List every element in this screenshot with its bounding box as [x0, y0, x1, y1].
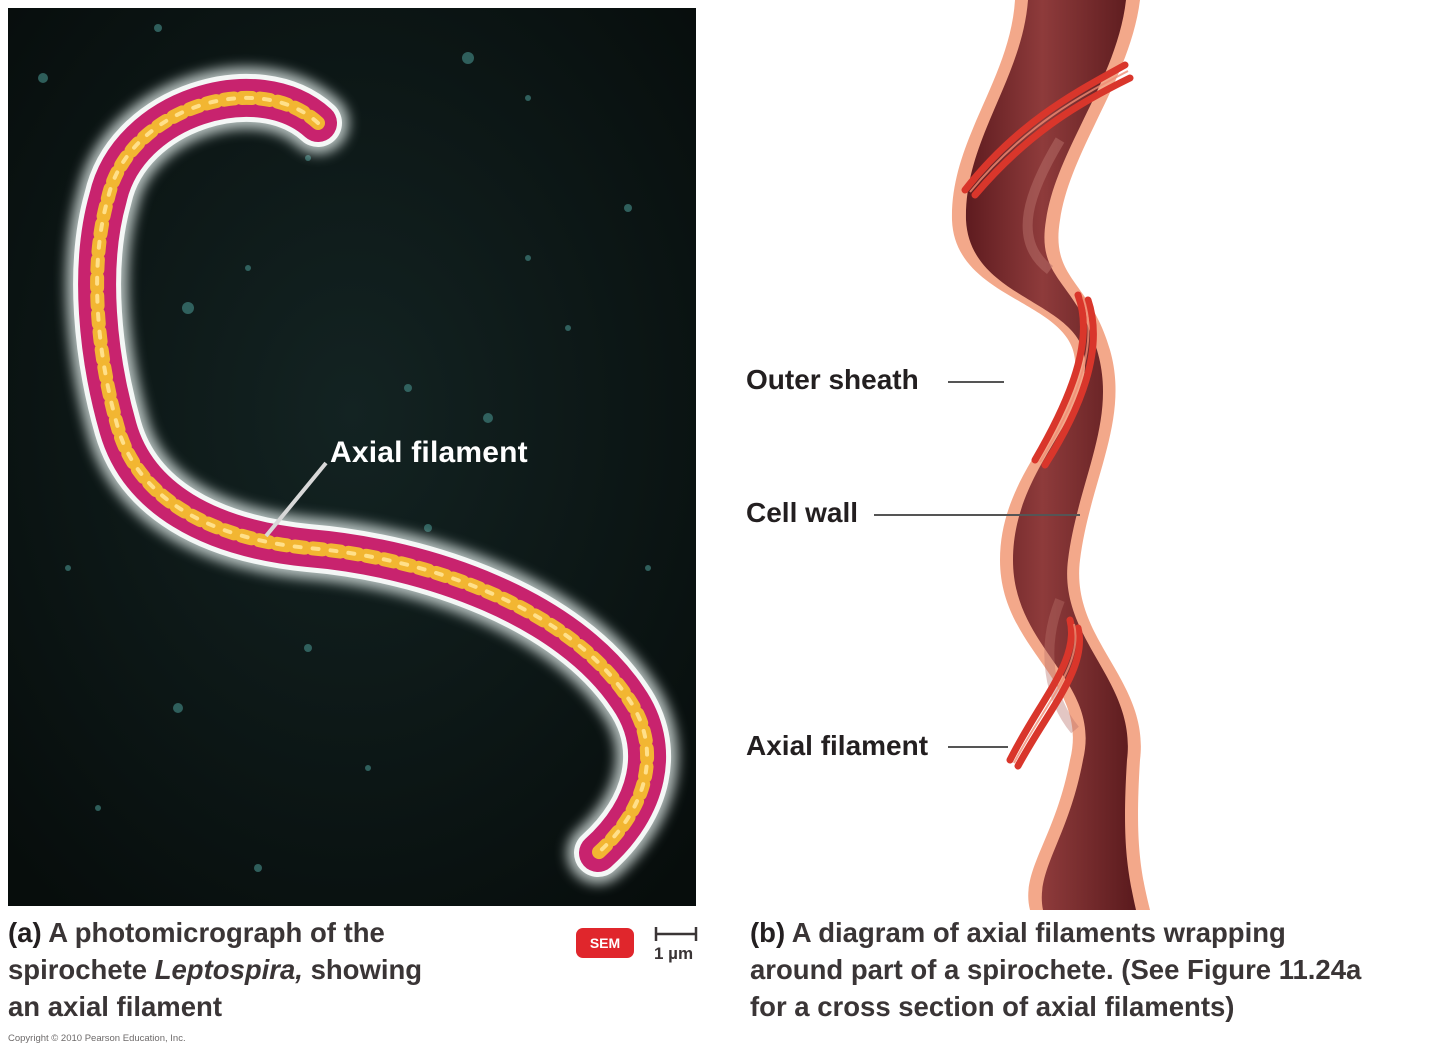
caption-a-line2-post: showing [310, 954, 423, 985]
caption-b-line3: for a cross section of axial filaments) [750, 991, 1235, 1022]
caption-b: (b) A diagram of axial filaments wrappin… [750, 914, 1430, 1025]
caption-a-line3: an axial filament [8, 991, 222, 1022]
caption-b-line1: A diagram of axial filaments wrapping [791, 917, 1286, 948]
caption-b-line2: around part of a spirochete. (See Figure… [750, 954, 1362, 985]
scale-bar [654, 927, 698, 941]
caption-a-line2-pre: spirochete [8, 954, 148, 985]
caption-a-line1: A photomicrograph of the [48, 917, 385, 948]
caption-a-tag: (a) [8, 917, 42, 948]
scale-label: 1 µm [654, 944, 694, 963]
caption-a-genus: Leptospira, [154, 954, 303, 985]
spirochete-diagram-panel [900, 0, 1200, 910]
label-outer-sheath: Outer sheath [746, 364, 919, 395]
sem-badge: SEM [576, 928, 634, 958]
label-cell-wall: Cell wall [746, 497, 859, 528]
label-axial-filament-b: Axial filament [746, 730, 929, 761]
background-specks [38, 24, 651, 872]
axial-filament-leader [264, 461, 328, 538]
spirochete-photomicrograph [8, 8, 696, 906]
cell-wall-leader-ext [874, 514, 924, 516]
spirochete-diagram [900, 0, 1150, 910]
caption-a: (a) A photomicrograph of the spirochete … [8, 914, 568, 1025]
photomicrograph-panel: Axial filament [8, 8, 696, 906]
copyright-notice: Copyright © 2010 Pearson Education, Inc. [8, 1033, 186, 1044]
caption-b-tag: (b) [750, 917, 786, 948]
axial-filaments-diagram [961, 61, 1134, 770]
label-axial-filament-a: Axial filament [330, 436, 528, 469]
